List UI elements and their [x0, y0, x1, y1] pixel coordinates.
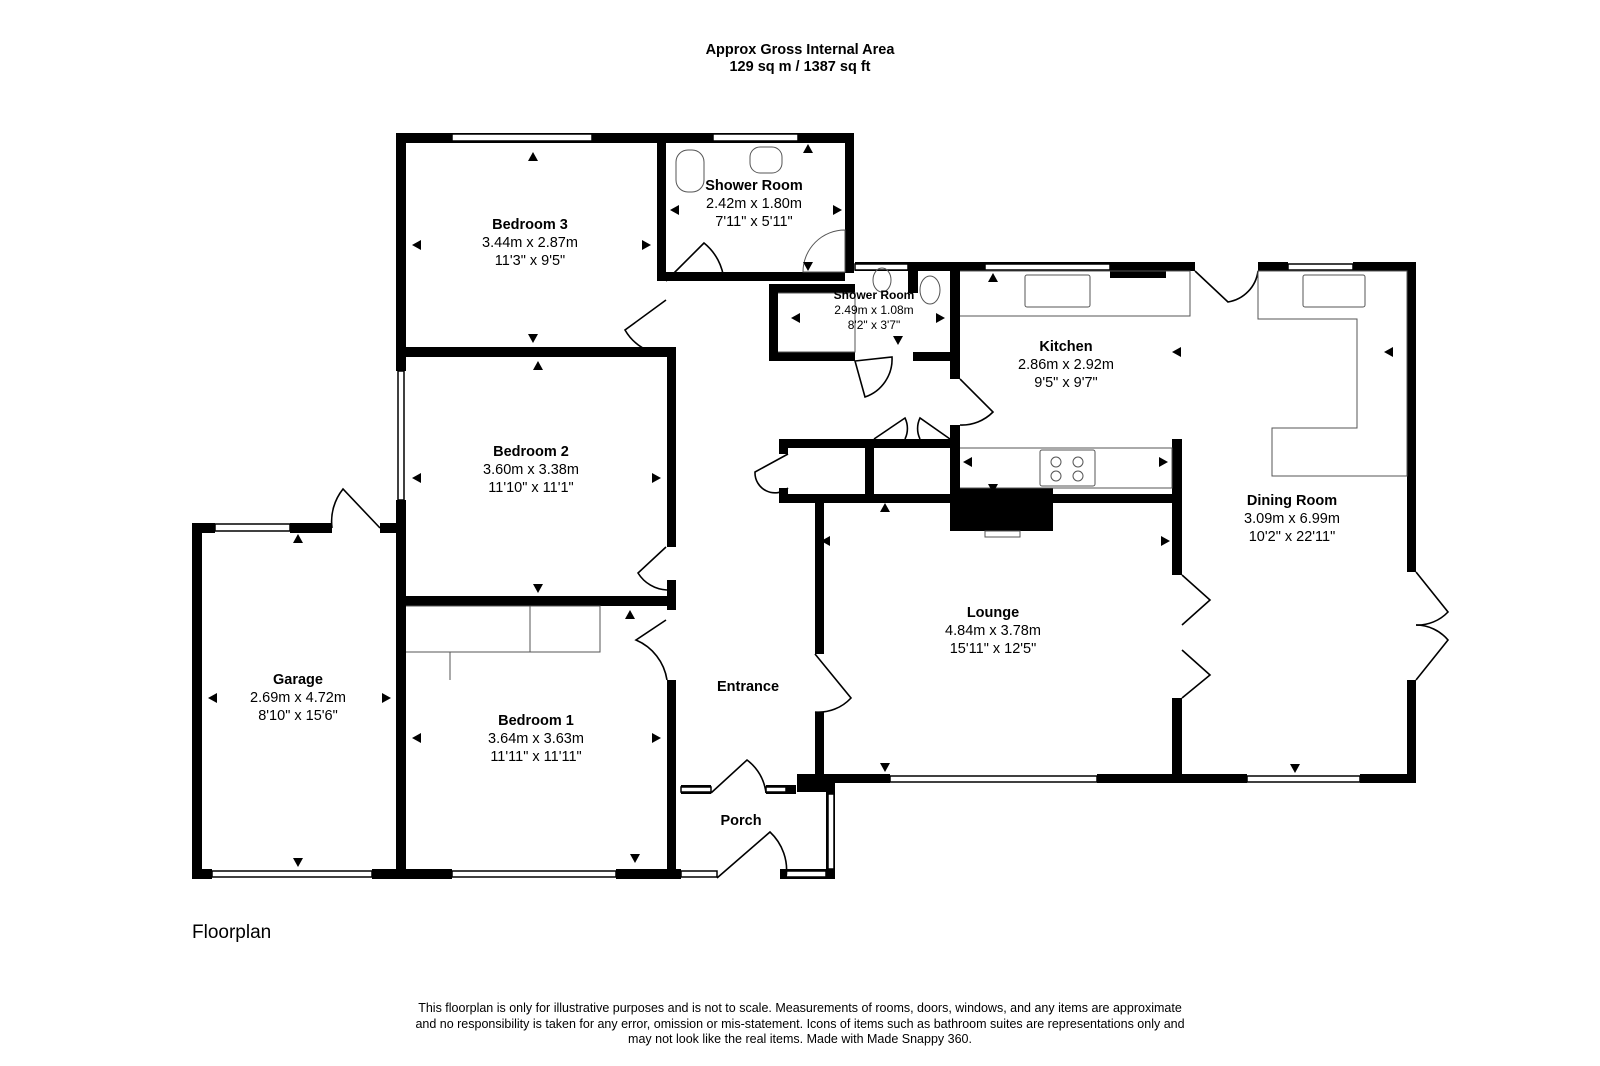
room-name: Bedroom 2: [493, 444, 569, 460]
room-size-metric: 4.84m x 3.78m: [945, 623, 1041, 639]
outer-walls: [192, 133, 1416, 879]
door-swings: [330, 241, 1450, 879]
dimension-markers: [208, 144, 1393, 867]
room-name: Bedroom 1: [498, 713, 574, 729]
disclaimer-line: and no responsibility is taken for any e…: [415, 1016, 1185, 1031]
room-size-imperial: 11'11" x 11'11": [490, 749, 582, 765]
room-size-imperial: 7'11" x 5'11": [715, 214, 793, 230]
room-name: Bedroom 3: [492, 217, 568, 233]
room-size-imperial: 11'3" x 9'5": [494, 253, 566, 269]
disclaimer-line: may not look like the real items. Made w…: [628, 1032, 972, 1046]
room-name: Garage: [273, 672, 323, 688]
room-dining-room: Dining Room 3.09m x 6.99m 10'2" x 22'11": [1244, 492, 1340, 546]
room-size-imperial: 8'10" x 15'6": [258, 708, 338, 724]
room-name: Entrance: [716, 679, 780, 695]
room-size-metric: 3.44m x 2.87m: [482, 235, 578, 251]
room-entrance: Entrance: [717, 678, 779, 696]
room-size-metric: 3.60m x 3.38m: [483, 462, 579, 478]
room-size-metric: 2.86m x 2.92m: [1018, 357, 1114, 373]
room-size-imperial: 9'5" x 9'7": [1034, 375, 1098, 391]
room-garage: Garage 2.69m x 4.72m 8'10" x 15'6": [250, 671, 346, 725]
room-size-imperial: 8'2" x 3'7": [847, 318, 901, 332]
room-size-metric: 3.64m x 3.63m: [488, 731, 584, 747]
room-bedroom-2: Bedroom 2 3.60m x 3.38m 11'10" x 11'1": [483, 443, 579, 497]
room-size-imperial: 11'10" x 11'1": [488, 480, 574, 496]
room-name: Shower Room: [705, 178, 803, 194]
area-value: 129 sq m / 1387 sq ft: [729, 59, 871, 75]
room-size-imperial: 15'11" x 12'5": [949, 641, 1037, 657]
floorplan-caption: Floorplan: [192, 922, 272, 943]
windows: [211, 133, 1361, 878]
room-name: Porch: [720, 813, 762, 829]
room-shower-room-2: Shower Room 2.49m x 1.08m 8'2" x 3'7": [834, 288, 915, 333]
room-lounge: Lounge 4.84m x 3.78m 15'11" x 12'5": [945, 604, 1041, 658]
room-name: Dining Room: [1246, 493, 1338, 509]
room-bedroom-1: Bedroom 1 3.64m x 3.63m 11'11" x 11'11": [488, 712, 584, 766]
room-size-metric: 2.42m x 1.80m: [706, 196, 802, 212]
room-name: Shower Room: [833, 288, 915, 302]
area-header: Approx Gross Internal Area 129 sq m / 13…: [0, 42, 1600, 76]
room-bedroom-3: Bedroom 3 3.44m x 2.87m 11'3" x 9'5": [482, 216, 578, 270]
area-title: Approx Gross Internal Area: [705, 42, 895, 58]
room-name: Kitchen: [1039, 339, 1093, 355]
disclaimer: This floorplan is only for illustrative …: [370, 1001, 1230, 1048]
room-shower-room-1: Shower Room 2.42m x 1.80m 7'11" x 5'11": [705, 177, 802, 231]
disclaimer-line: This floorplan is only for illustrative …: [418, 1001, 1182, 1015]
room-size-metric: 2.69m x 4.72m: [250, 690, 346, 706]
room-kitchen: Kitchen 2.86m x 2.92m 9'5" x 9'7": [1018, 338, 1114, 392]
room-size-imperial: 10'2" x 22'11": [1248, 529, 1336, 545]
room-name: Lounge: [966, 605, 1020, 621]
room-porch: Porch: [720, 812, 761, 830]
room-size-metric: 3.09m x 6.99m: [1244, 511, 1340, 527]
fixtures: [406, 146, 1408, 680]
room-size-metric: 2.49m x 1.08m: [834, 303, 914, 317]
